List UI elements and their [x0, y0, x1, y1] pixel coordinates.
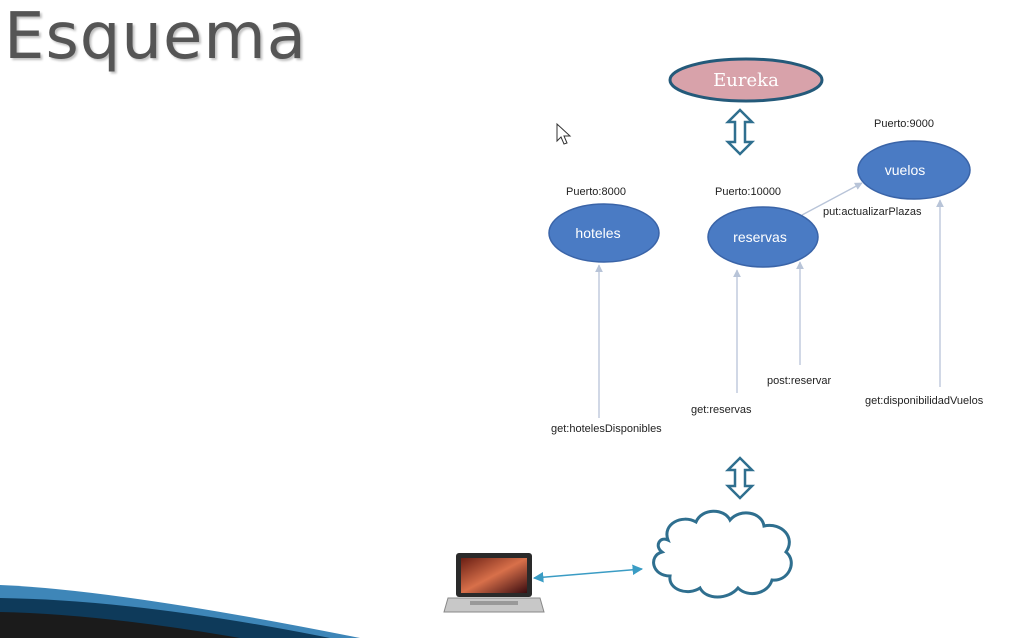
vuelos-node[interactable]: vuelos [857, 140, 971, 200]
reservas-port-label: Puerto:10000 [715, 186, 781, 198]
connection-lines [595, 182, 944, 418]
edge-label-put-actualizar: put:actualizarPlazas [823, 206, 922, 218]
slide-title: Esquema [4, 0, 307, 74]
decorative-swoosh [0, 585, 360, 638]
cloud-icon [652, 509, 793, 599]
vuelos-label: vuelos [885, 162, 925, 178]
mouse-cursor-icon [556, 122, 572, 145]
edge-label-get-disponibilidad: get:disponibilidadVuelos [865, 395, 984, 407]
reservas-node[interactable]: reservas [707, 206, 819, 268]
edge-label-post-reservar: post:reservar [767, 375, 832, 387]
hoteles-port-label: Puerto:8000 [566, 186, 626, 198]
hoteles-label: hoteles [575, 225, 620, 241]
edge-label-get-reservas: get:reservas [691, 404, 752, 416]
edge-label-get-hoteles: get:hotelesDisponibles [551, 423, 662, 435]
eureka-node[interactable]: Eureka [668, 57, 824, 103]
laptop-icon [443, 553, 545, 613]
double-arrow-cloud [724, 456, 756, 500]
vuelos-port-label: Puerto:9000 [874, 118, 934, 130]
reservas-label: reservas [733, 229, 787, 245]
hoteles-node[interactable]: hoteles [548, 203, 660, 263]
laptop-cloud-arrow [532, 564, 644, 583]
eureka-label: Eureka [713, 70, 779, 91]
double-arrow-eureka [724, 108, 756, 156]
